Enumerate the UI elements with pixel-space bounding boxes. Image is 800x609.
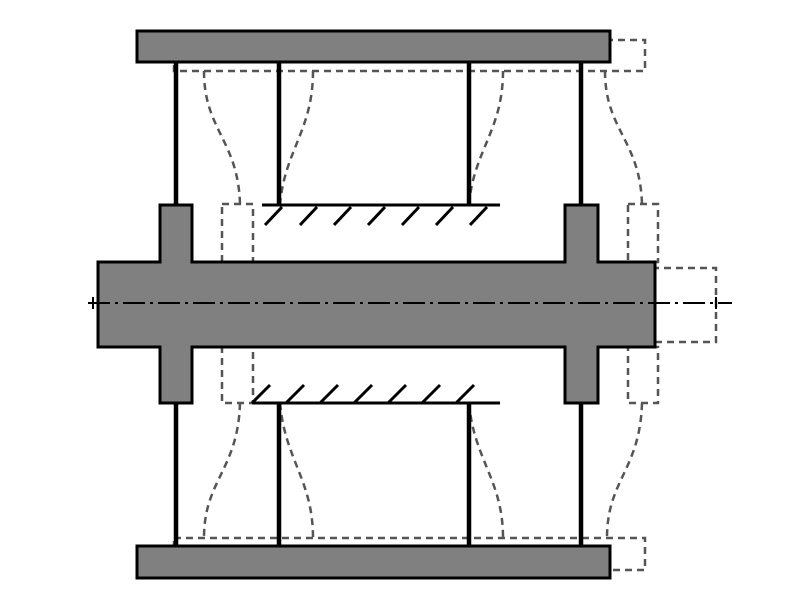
deformed-right-flange-top — [626, 202, 660, 264]
deformed-post-1-top — [202, 70, 242, 205]
ground-support-lower — [250, 383, 500, 405]
deformed-post-3-top — [467, 70, 505, 205]
top-plate — [135, 29, 612, 64]
deformed-post-3-bottom — [467, 402, 505, 539]
support-posts — [173, 62, 584, 546]
deformed-post-2-bottom — [278, 402, 315, 539]
ground-support-upper — [262, 203, 500, 227]
deformed-post-2-top — [278, 70, 315, 205]
deformed-left-flange-top — [220, 202, 255, 264]
deformed-post-4-bottom — [605, 402, 644, 539]
deformed-post-4-top — [603, 70, 644, 205]
deformed-right-flange-bottom — [626, 345, 660, 405]
deformed-left-flange-bottom — [220, 345, 255, 405]
deformed-post-1-bottom — [202, 402, 242, 539]
bottom-plate — [135, 544, 612, 580]
